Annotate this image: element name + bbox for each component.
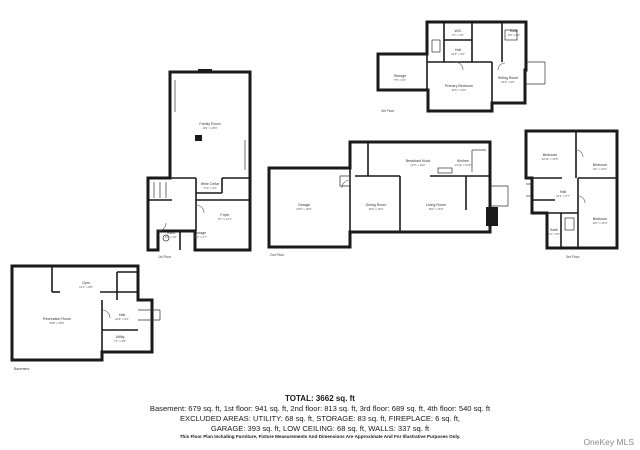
fireplace-icon — [195, 135, 202, 141]
door-swing — [575, 149, 584, 158]
door-swing — [577, 195, 586, 204]
fourth-floor-plan: Storage 7'8" x 6'3" Primary Bedroom 14'5… — [376, 20, 546, 113]
room-dim-primary: 14'5" x 13'2" — [451, 88, 466, 92]
room-name-bath-1: Bath — [167, 231, 174, 235]
room-name-gym: Gym — [82, 281, 90, 285]
floor-label-third: 3rd Floor — [566, 255, 580, 259]
room-dim-garage: 20'0" x 19'6" — [296, 207, 311, 211]
room-name-breakfast: Breakfast Nook — [406, 159, 431, 163]
room-name-foyer: Foyer — [220, 213, 230, 217]
door-swing — [101, 309, 111, 319]
room-name-storage-1: Storage — [194, 231, 207, 235]
room-name-bath-3: Bath — [550, 228, 557, 232]
bathtub-icon — [564, 217, 575, 231]
closet-icon — [431, 39, 441, 53]
room-dim-bath-1: 5'1" x 4'6" — [165, 235, 177, 239]
floor-label-first: 1st Floor — [158, 255, 172, 259]
room-dim-hall-3: 10'1" x 5'7" — [556, 194, 570, 198]
room-name-primary: Primary Bedroom — [445, 84, 473, 88]
third-floor-outline — [524, 129, 619, 250]
room-dim-family: 19'1" x 26'6" — [202, 126, 217, 130]
room-name-sitting: Sitting Room — [498, 76, 519, 80]
room-dim-bed-3: 13'1" x 10'4" — [592, 221, 607, 225]
room-dim-recreation: 30'8" x 15'6" — [49, 321, 64, 325]
room-name-hall-4: Hall — [455, 48, 461, 52]
room-dim-dining: 15'2" x 15'2" — [368, 207, 383, 211]
room-dim-bath-4: 9'6" x 6'4" — [508, 33, 520, 37]
room-name-wic: W/C — [455, 29, 462, 33]
kitchen-island-icon — [437, 167, 453, 174]
fireplace-icon — [486, 207, 498, 226]
excluded-areas-continued: GARAGE: 393 sq. ft, LOW CEILING: 68 sq. … — [210, 424, 430, 433]
room-dim-foyer: 8'7" x 12'1" — [218, 217, 232, 221]
first-floor-plan: Family Room 19'1" x 26'6" Wine Cellar 7'… — [146, 69, 252, 259]
room-dim-hall-b: 10'9" x 6'4" — [115, 317, 129, 321]
room-dim-sitting: 10'3" x 9'6" — [501, 80, 515, 84]
door-swing — [157, 222, 167, 232]
room-name-bed-1: Bedroom — [543, 153, 558, 157]
stair-icon — [339, 175, 351, 187]
room-dim-wine: 7'10" x 4'0" — [203, 186, 217, 190]
room-dim-storage-4: 7'8" x 6'3" — [394, 78, 406, 82]
room-name-bath-4: Bath — [510, 29, 517, 33]
room-name-dining: Dining Room — [366, 203, 387, 207]
floor-areas: Basement: 679 sq. ft, 1st floor: 941 sq.… — [149, 404, 491, 413]
second-floor-plan: Garage 20'0" x 19'6" Dining Room 15'2" x… — [267, 140, 509, 257]
room-name-wine: Wine Cellar — [201, 182, 220, 186]
third-floor-plan: Bedroom 10'10" x 13'6" Bedroom 9'1" x 13… — [524, 129, 619, 259]
room-name-recreation: Recreation Room — [43, 317, 71, 321]
room-dim-living: 18'2" x 15'3" — [428, 207, 443, 211]
bathtub-icon — [504, 29, 518, 41]
room-name-hall-b: Hall — [119, 313, 125, 317]
room-dim-kitchen: 13'10" x 10'6" — [455, 163, 472, 167]
room-dim-gym: 12'1" x 8'8" — [79, 285, 93, 289]
chimney — [198, 69, 212, 73]
basement-outline — [10, 264, 154, 362]
floor-label-basement: Basement — [14, 367, 29, 371]
door-swing — [195, 204, 205, 214]
room-dim-breakfast: 12'0" x 10'2" — [410, 163, 425, 167]
door-swing — [454, 61, 464, 71]
fourth-floor-outline — [376, 20, 528, 113]
room-name-hall-3: Hall — [560, 190, 566, 194]
room-name-utility: Utility — [116, 335, 125, 339]
basement-plan: Gym 12'1" x 8'8" Recreation Room 30'8" x… — [10, 264, 161, 371]
room-name-family: Family Room — [199, 122, 220, 126]
door-swing — [341, 179, 351, 189]
room-dim-bed-2: 9'1" x 13'0" — [593, 167, 607, 171]
door-swing — [497, 62, 506, 71]
room-name-garage: Garage — [298, 203, 310, 207]
watermark: OneKey MLS — [583, 437, 634, 447]
disclaimer: This Floor Plan Including Furniture, Fix… — [179, 434, 461, 439]
room-dim-utility: 7'1" x 5'8" — [114, 339, 126, 343]
first-floor-outline — [146, 70, 252, 252]
room-dim-bed-1: 10'10" x 13'6" — [542, 157, 559, 161]
excluded-areas: EXCLUDED AREAS: UTILITY: 68 sq. ft, STOR… — [179, 414, 461, 423]
second-floor-outline — [267, 140, 492, 249]
floor-label-second: 2nd Floor — [270, 253, 285, 257]
room-name-kitchen: Kitchen — [457, 159, 469, 163]
toilet-icon — [162, 234, 170, 242]
floor-plan: Storage 7'8" x 6'3" Primary Bedroom 14'5… — [10, 20, 619, 371]
room-dim-bath-3: 8'0" x 5'6" — [548, 232, 560, 236]
room-dim-wic: 6'7" x 4'6" — [452, 33, 464, 37]
room-dim-storage-1: 6'10" x 4'7" — [193, 235, 207, 239]
total-area: TOTAL: 3662 sq. ft — [285, 394, 355, 403]
room-dim-hall-4: 10'3" x 3'6" — [451, 52, 465, 56]
room-name-living: Living Room — [426, 203, 446, 207]
room-name-bed-2: Bedroom — [593, 163, 608, 167]
floor-label-fourth: 4th Floor — [381, 109, 395, 113]
room-name-storage-4: Storage — [394, 74, 407, 78]
room-name-bed-3: Bedroom — [593, 217, 608, 221]
